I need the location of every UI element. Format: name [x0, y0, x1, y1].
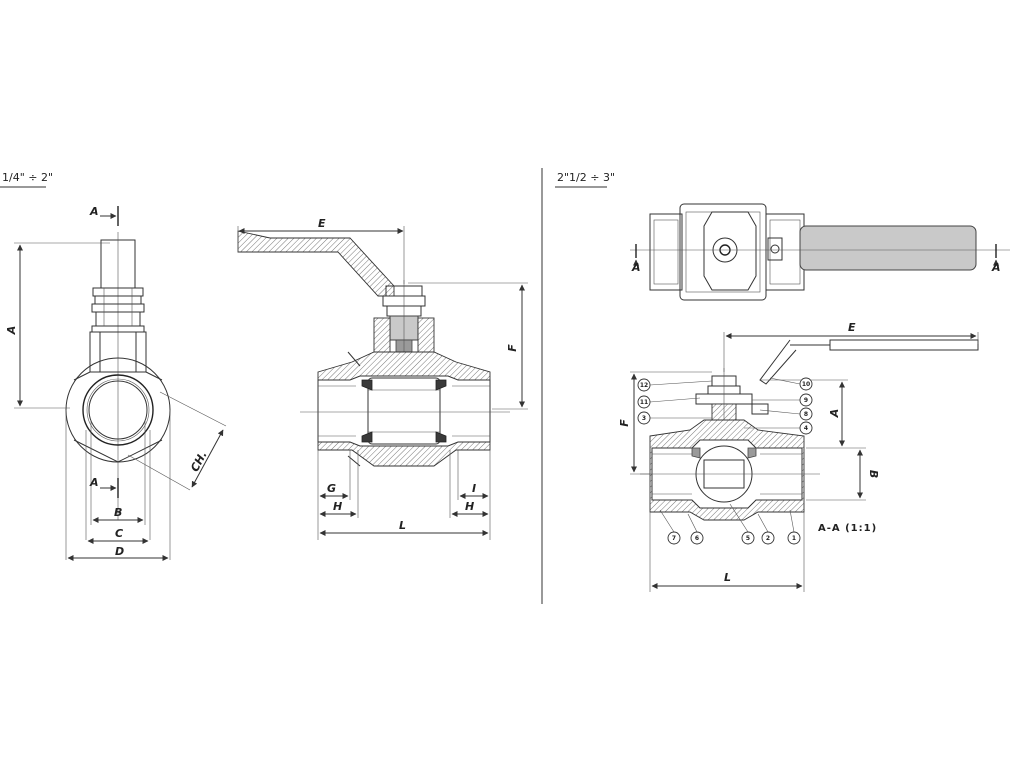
- right-size-heading: 2"1/2 ÷ 3": [555, 171, 615, 188]
- part-callout-label: 8: [804, 411, 808, 418]
- svg-text:1/4" ÷ 2": 1/4" ÷ 2": [2, 171, 53, 184]
- part-callout-4: 4: [799, 421, 813, 435]
- front-section-a-bottom-label: A: [89, 476, 99, 489]
- part-callout-5: 5: [741, 531, 755, 545]
- side-h-left-label: H: [333, 500, 342, 513]
- side-h-right-label: H: [465, 500, 474, 513]
- part-callout-label: 6: [695, 535, 699, 542]
- part-callout-9: 9: [799, 393, 813, 407]
- part-callout-6: 6: [690, 531, 704, 545]
- part-callout-label: 12: [640, 382, 648, 389]
- front-d-label: D: [115, 545, 124, 558]
- front-b-label: B: [114, 506, 122, 519]
- part-callouts: 12 11 3 10 9 8 4 7 6 5 2 1: [637, 377, 813, 545]
- part-callout-8: 8: [799, 407, 813, 421]
- section-l-label: L: [724, 571, 731, 584]
- part-callout-label: 10: [802, 381, 810, 388]
- side-e-label: E: [318, 217, 326, 230]
- svg-text:2"1/2 ÷ 3": 2"1/2 ÷ 3": [557, 171, 615, 184]
- side-f-label: F: [506, 344, 519, 352]
- part-callout-label: 3: [642, 415, 646, 422]
- section-f-label: F: [618, 419, 631, 427]
- front-view: A A A B C D CH.: [5, 205, 227, 561]
- top-section-a-right-label: A: [991, 261, 1001, 274]
- part-callout-label: 9: [804, 397, 808, 404]
- part-callout-1: 1: [787, 531, 801, 545]
- side-g-label: G: [327, 482, 336, 495]
- part-callout-2: 2: [761, 531, 775, 545]
- front-height-a-label: A: [5, 326, 18, 336]
- part-callout-label: 5: [746, 535, 750, 542]
- side-view: E F G H I H L: [237, 217, 528, 540]
- part-callout-11: 11: [637, 395, 651, 409]
- part-callout-3: 3: [637, 411, 651, 425]
- section-view: E A B F L A-A (1:1): [618, 321, 979, 592]
- part-callout-label: 11: [640, 399, 648, 406]
- part-callout-label: 2: [766, 535, 770, 542]
- part-callout-label: 4: [804, 425, 808, 432]
- top-section-a-left-label: A: [631, 261, 641, 274]
- part-callout-12: 12: [637, 378, 651, 392]
- section-b-label: B: [867, 470, 880, 478]
- front-section-a-top-label: A: [89, 205, 99, 218]
- section-a-label: A: [828, 409, 841, 419]
- side-l-label: L: [399, 519, 406, 532]
- section-e-label: E: [848, 321, 856, 334]
- part-callout-label: 1: [792, 535, 796, 542]
- side-i-label: I: [472, 482, 476, 495]
- front-c-label: C: [115, 527, 123, 540]
- part-callout-7: 7: [667, 531, 681, 545]
- section-caption: A-A (1:1): [818, 523, 877, 534]
- top-view: A A: [630, 203, 1010, 301]
- part-callout-10: 10: [799, 377, 813, 391]
- left-size-heading: 1/4" ÷ 2": [0, 171, 53, 188]
- callout-leaders: [649, 377, 801, 533]
- part-callout-label: 7: [672, 535, 676, 542]
